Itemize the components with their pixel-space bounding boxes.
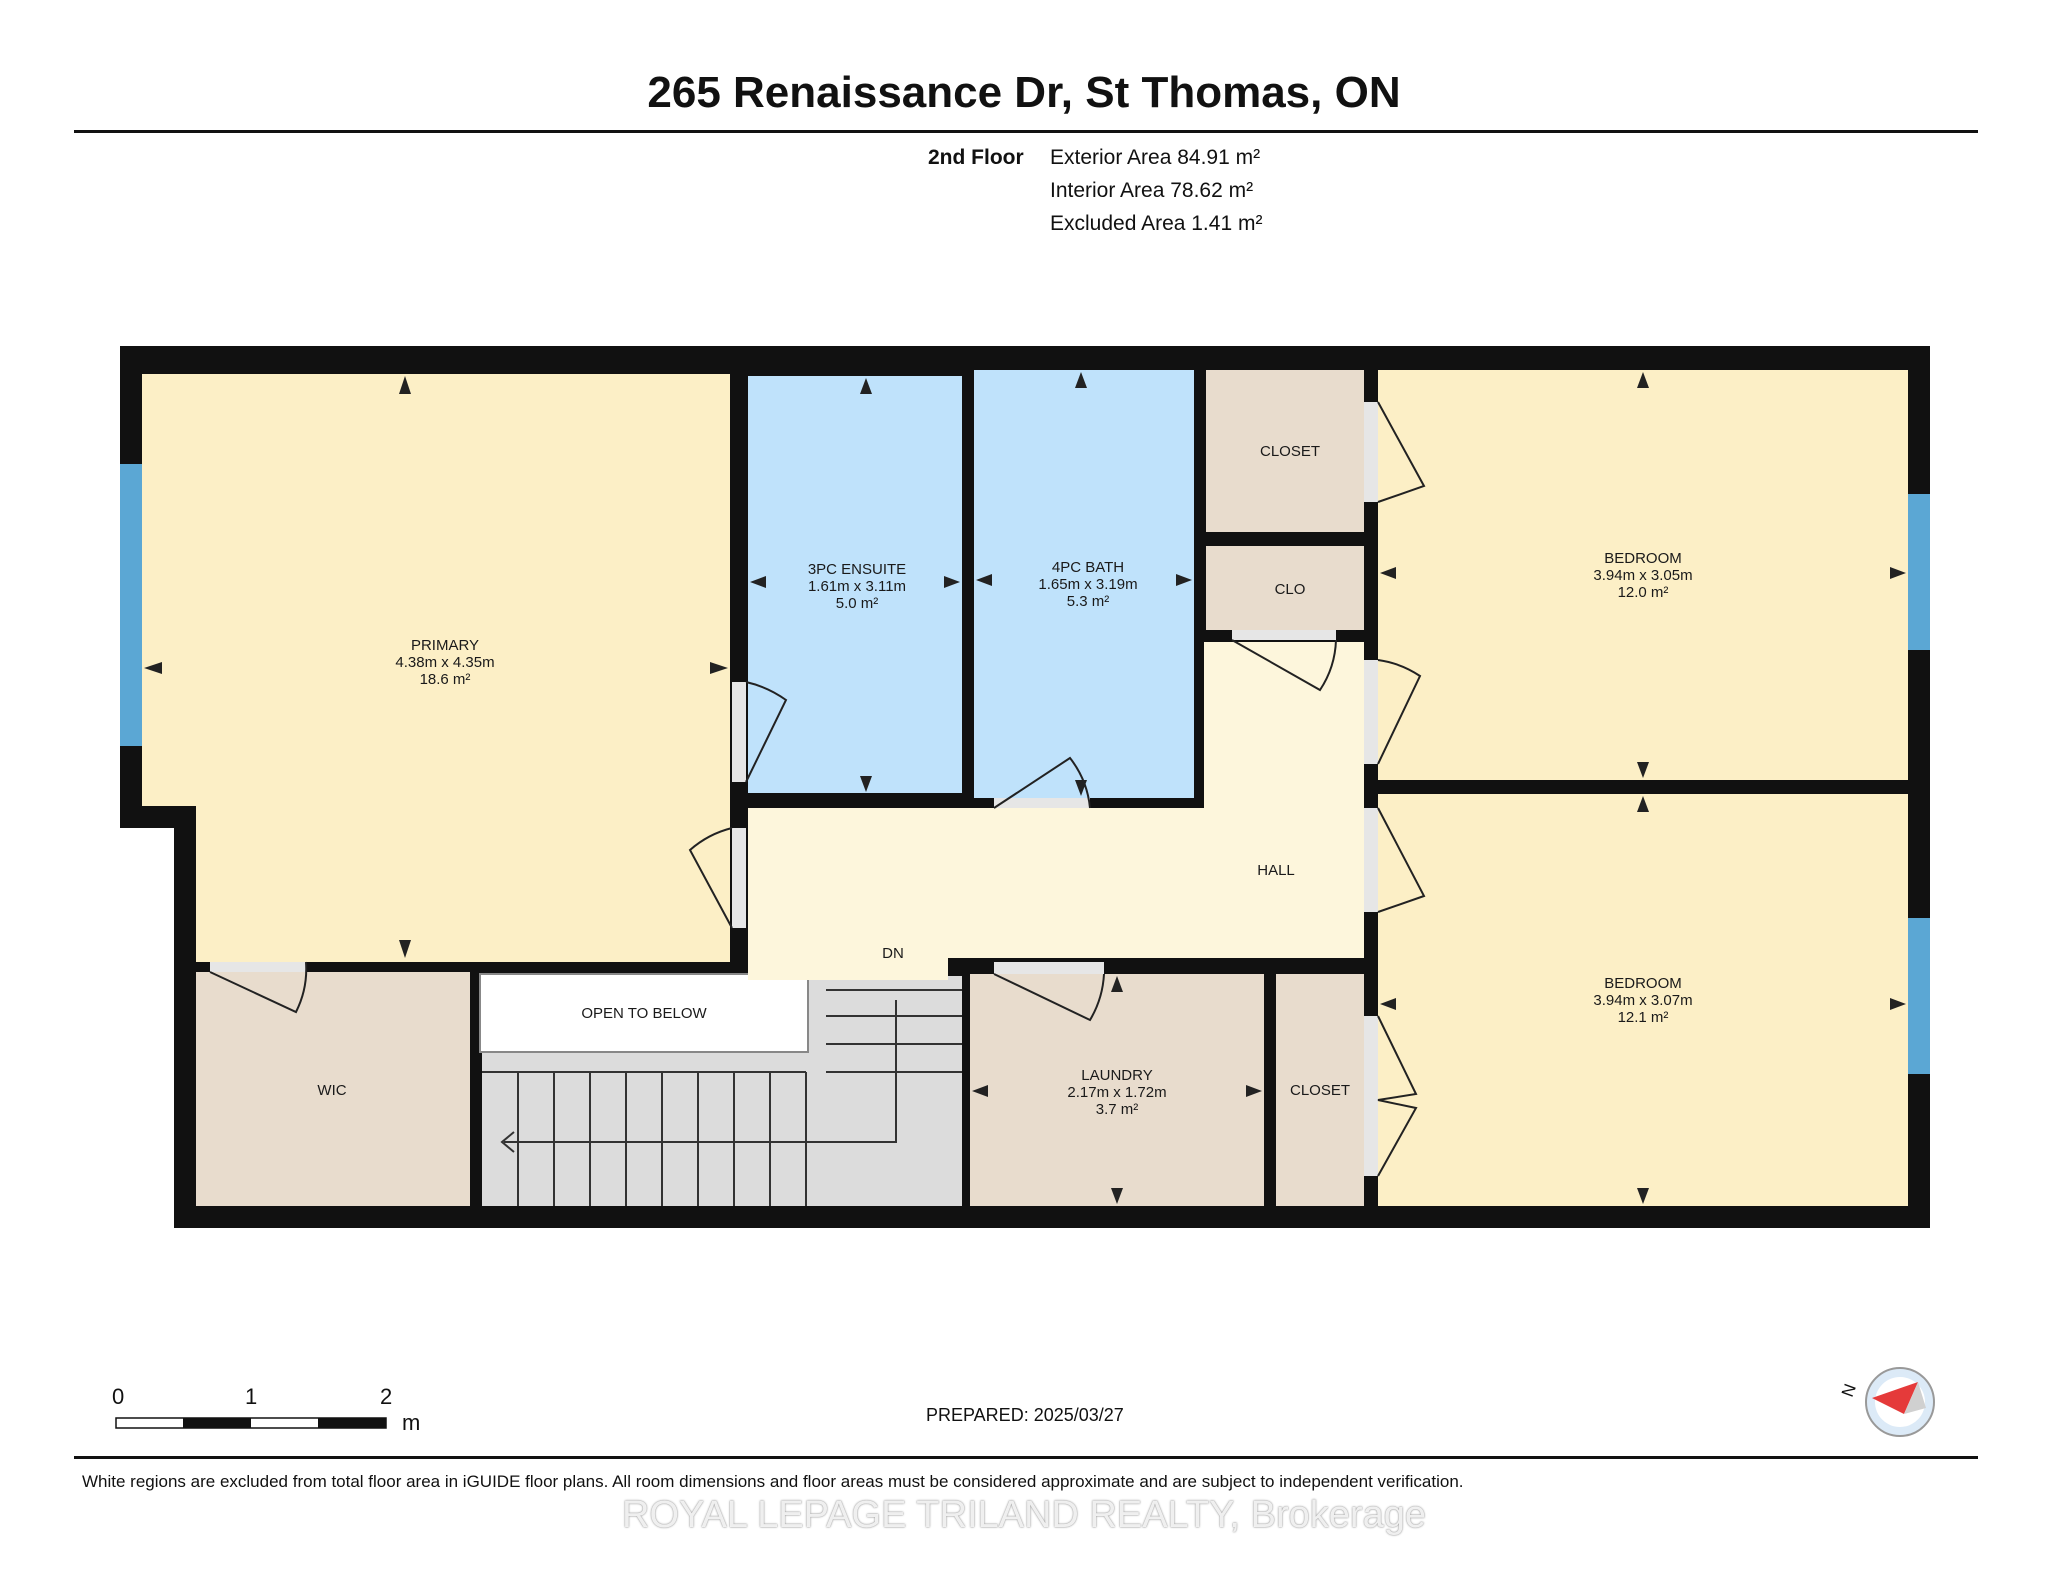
window-east-1 [1908, 494, 1930, 650]
dimension-arrows [144, 372, 1906, 1204]
bedroom-1-dims: 3.94m x 3.05m [1593, 567, 1692, 584]
primary-room [142, 374, 730, 962]
compass-north-label: N [1838, 1381, 1860, 1399]
bedroom-1-name: BEDROOM [1604, 550, 1682, 567]
scale-label-2: 2 [380, 1384, 393, 1409]
brokerage-watermark: ROYAL LEPAGE TRILAND REALTY, Brokerage [622, 1494, 1426, 1536]
open-to-below-label: OPEN TO BELOW [581, 1005, 707, 1022]
bedroom-1-area: 12.0 m² [1618, 584, 1669, 601]
bedroom-2-dims: 3.94m x 3.07m [1593, 992, 1692, 1009]
laundry-room [970, 974, 1264, 1206]
laundry-area: 3.7 m² [1096, 1101, 1139, 1118]
footer-divider [74, 1456, 1978, 1459]
bath-room [974, 370, 1194, 798]
ensuite-room [748, 376, 962, 793]
primary-dims: 4.38m x 4.35m [395, 654, 494, 671]
ensuite-area: 5.0 m² [836, 595, 879, 612]
stair-treads [482, 989, 962, 1206]
floor-label: 2nd Floor [928, 146, 1024, 169]
window-east-2 [1908, 918, 1930, 1074]
clo-room [1206, 546, 1364, 630]
dn-landing [748, 958, 948, 980]
bedroom-2-room [1378, 794, 1908, 1206]
open-to-below-area [479, 973, 809, 1053]
wic-label: WIC [317, 1082, 346, 1099]
hall-name: HALL [1257, 862, 1295, 879]
hall-room [748, 642, 1364, 958]
closet-mid-name: CLOSET [1290, 1082, 1350, 1099]
exterior-area: Exterior Area 84.91 m² [1050, 146, 1261, 169]
bedroom-2-name: BEDROOM [1604, 975, 1682, 992]
wic-room [196, 972, 470, 1206]
dn-label: DN [882, 945, 904, 962]
compass-icon [1865, 1367, 1935, 1437]
prepared-date: PREPARED: 2025/03/27 [926, 1405, 1124, 1425]
page-title: 265 Renaissance Dr, St Thomas, ON [647, 68, 1401, 117]
closet-mid-room [1276, 974, 1364, 1206]
excluded-area: Excluded Area 1.41 m² [1050, 212, 1263, 235]
header-divider [74, 130, 1978, 133]
ensuite-name: 3PC ENSUITE [808, 561, 906, 578]
bath-name: 4PC BATH [1052, 559, 1124, 576]
bath-area: 5.3 m² [1067, 593, 1110, 610]
primary-area: 18.6 m² [420, 671, 471, 688]
bedroom-2-area: 12.1 m² [1618, 1009, 1669, 1026]
doors [209, 401, 1426, 1177]
ensuite-dims: 1.61m x 3.11m [808, 578, 906, 595]
bath-dims: 1.65m x 3.19m [1038, 576, 1137, 593]
bedroom-1-room [1378, 370, 1908, 780]
window-west [120, 464, 142, 746]
interior-area: Interior Area 78.62 m² [1050, 179, 1254, 202]
closet-top-name: CLOSET [1260, 443, 1320, 460]
laundry-name: LAUNDRY [1081, 1067, 1152, 1084]
scale-label-0: 0 [112, 1384, 125, 1409]
disclaimer-note: White regions are excluded from total fl… [82, 1472, 1464, 1491]
primary-name: PRIMARY [411, 637, 479, 654]
closet-top-room [1206, 370, 1364, 532]
scale-bar [115, 1417, 387, 1429]
scale-unit: m [402, 1410, 421, 1435]
clo-name: CLO [1275, 581, 1306, 598]
laundry-dims: 2.17m x 1.72m [1067, 1084, 1166, 1101]
scale-label-1: 1 [245, 1384, 258, 1409]
